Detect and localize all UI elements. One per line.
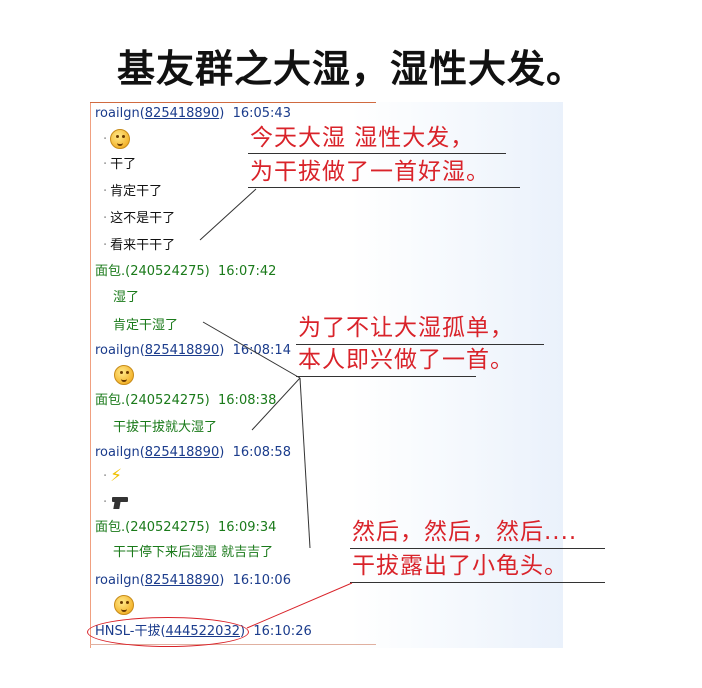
message-time: 16:05:43	[232, 106, 291, 121]
sender-qq: 240524275	[130, 264, 205, 279]
message-time: 16:08:38	[218, 393, 277, 408]
message-time: 16:07:42	[218, 264, 277, 279]
connector-line	[299, 377, 311, 549]
sender-name: 面包.	[95, 264, 126, 279]
sender-name: roailgn	[95, 573, 140, 588]
sender-qq-link[interactable]: 825418890	[144, 343, 220, 358]
annotation-underline	[350, 548, 605, 549]
message-line	[114, 595, 134, 615]
message-header: roailgn(825418890) 16:05:43	[95, 106, 291, 121]
chat-top-border	[90, 102, 376, 103]
sender-name: roailgn	[95, 106, 140, 121]
sender-name: 面包.	[95, 520, 126, 535]
message-line: 湿了	[113, 290, 140, 305]
message-time: 16:10:06	[232, 573, 291, 588]
sender-qq-link[interactable]: 825418890	[144, 573, 220, 588]
message-time: 16:08:14	[232, 343, 291, 358]
lightning-icon: ⚡	[110, 466, 123, 486]
connector-line	[202, 321, 301, 379]
annotation-text: 本人即兴做了一首。	[298, 347, 514, 373]
annotation-underline	[248, 153, 506, 154]
message-line: 肯定干湿了	[113, 318, 179, 333]
annotation-text: 为干拔做了一首好湿。	[250, 159, 490, 185]
page-title: 基友群之大湿，湿性大发。	[116, 47, 585, 91]
chat-bottom-border	[90, 644, 376, 645]
sender-name: 面包.	[95, 393, 126, 408]
grin-face-icon	[114, 595, 134, 615]
message-line: ·	[103, 129, 131, 149]
message-time: 16:08:58	[232, 445, 291, 460]
annotation-text: 今天大湿 湿性大发，	[250, 125, 475, 151]
message-line: ·⚡	[103, 466, 123, 486]
message-line: ·这不是干了	[103, 211, 176, 226]
annotation-text: 为了不让大湿孤单，	[298, 315, 514, 341]
sender-name: roailgn	[95, 445, 140, 460]
chat-log-panel	[90, 102, 563, 648]
sender-qq: 240524275	[130, 393, 205, 408]
message-header: roailgn(825418890) 16:08:58	[95, 445, 291, 460]
annotation-text: 然后，然后，然后....	[352, 519, 578, 545]
annotation-text: 干拔露出了小龟头。	[352, 553, 568, 579]
connector-line	[251, 377, 301, 431]
highlight-oval	[87, 617, 249, 647]
message-line: ·干了	[103, 157, 137, 172]
message-line: 干拔干拔就大湿了	[113, 420, 218, 435]
message-time: 16:09:34	[218, 520, 277, 535]
message-time: 16:10:26	[253, 624, 312, 639]
message-header: roailgn(825418890) 16:10:06	[95, 573, 291, 588]
dizzy-face-icon	[110, 129, 131, 149]
message-header: 面包.(240524275) 16:09:34	[95, 520, 277, 535]
message-header: 面包.(240524275) 16:07:42	[95, 264, 277, 279]
sender-name: roailgn	[95, 343, 140, 358]
message-header: 面包.(240524275) 16:08:38	[95, 393, 277, 408]
smirk-face-icon	[114, 365, 134, 385]
pistol-icon	[110, 494, 130, 510]
message-line	[114, 365, 134, 385]
message-line: ·	[103, 494, 130, 511]
annotation-underline	[296, 344, 544, 345]
connector-line-red	[246, 582, 353, 629]
sender-qq: 240524275	[130, 520, 205, 535]
connector-line	[199, 188, 257, 241]
annotation-underline	[350, 582, 605, 583]
annotation-underline	[296, 376, 476, 377]
annotation-underline	[248, 187, 520, 188]
sender-qq-link[interactable]: 825418890	[144, 106, 220, 121]
sender-qq-link[interactable]: 825418890	[144, 445, 220, 460]
message-header: roailgn(825418890) 16:08:14	[95, 343, 291, 358]
message-line: ·肯定干了	[103, 184, 163, 199]
message-line: 干干停下来后湿湿 就吉吉了	[113, 545, 274, 560]
message-line: ·看来干干了	[103, 238, 176, 253]
